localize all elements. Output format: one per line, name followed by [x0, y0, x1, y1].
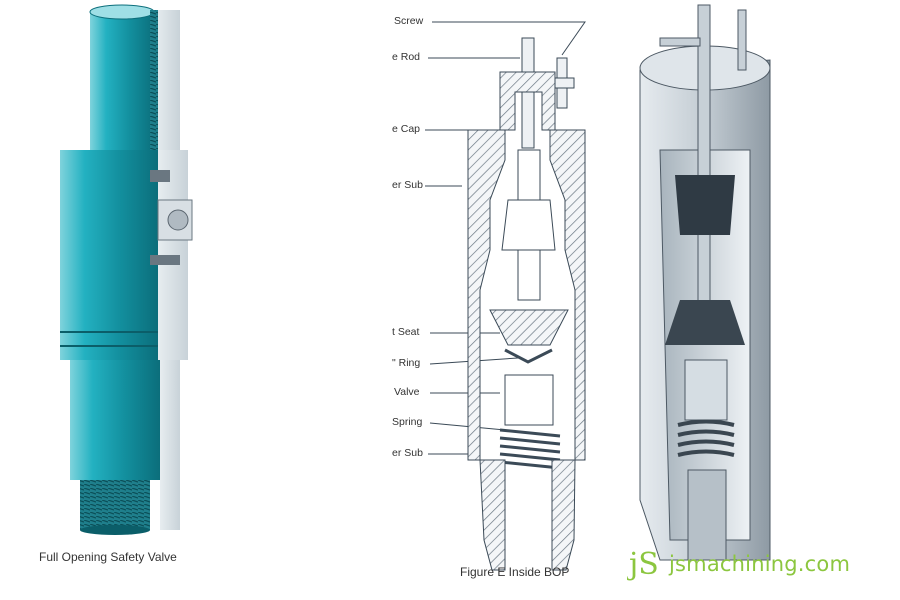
- inside-bop-caption: Figure E Inside BOP: [460, 565, 570, 579]
- label-release-rod: e Rod: [392, 51, 421, 63]
- release-rod: [521, 37, 575, 149]
- label-screw: Screw: [394, 15, 424, 27]
- inside-bop-diagram: [425, 21, 586, 571]
- upper-sub-body: [467, 129, 586, 461]
- valve-cylinder: [684, 359, 728, 421]
- label-valve: Valve: [394, 386, 420, 398]
- label-upper-sub: er Sub: [392, 179, 423, 191]
- js-logo-icon: jS: [627, 547, 659, 582]
- watermark-site: jsmachining.com: [669, 552, 851, 576]
- label-lower-sub: er Sub: [392, 447, 423, 459]
- bottom-bore: [687, 469, 727, 561]
- check-valve: [504, 374, 554, 426]
- leader-lines: [425, 21, 586, 455]
- cutaway-illustration: [639, 4, 771, 561]
- label-spring: Spring: [392, 416, 423, 428]
- label-ring: " Ring: [392, 357, 421, 369]
- cutaway-panel: [620, 0, 900, 600]
- safety-valve-caption: Full Opening Safety Valve: [39, 550, 177, 564]
- dark-seal: [665, 175, 745, 345]
- label-cap: e Cap: [392, 123, 421, 135]
- lower-tube: [70, 360, 180, 535]
- inside-bop-panel: Screw e Rod e Cap er Sub t Seat " Ring V…: [380, 0, 620, 600]
- label-seat: t Seat: [392, 326, 420, 338]
- js-logo-mark: jS: [627, 547, 659, 582]
- main-body: [60, 150, 193, 360]
- jsmachining-watermark: jS jsmachining.com: [627, 545, 850, 583]
- spring: [499, 428, 561, 470]
- lower-sub-body: [479, 459, 576, 571]
- seat-and-ring: [489, 309, 569, 364]
- safety-valve-illustration: [60, 4, 193, 535]
- coil-spring: [677, 419, 735, 457]
- upper-tube: [89, 4, 180, 150]
- safety-valve-panel: Full Opening Safety Valve: [0, 0, 380, 600]
